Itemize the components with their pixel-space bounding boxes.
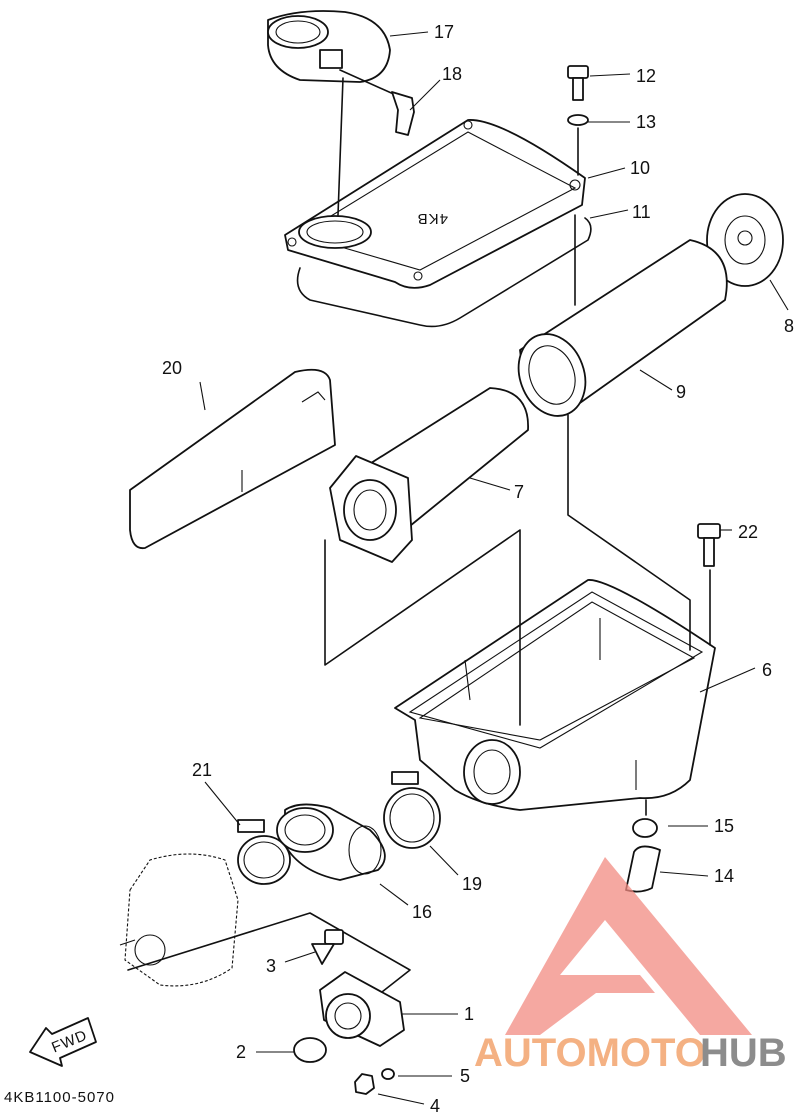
watermark: AUTOMOTO HUB bbox=[474, 857, 787, 1075]
callout-labels: 17 18 12 13 10 11 8 9 20 7 22 6 21 15 19… bbox=[162, 22, 794, 1114]
part-12-bolt bbox=[567, 65, 589, 101]
part-3-bolt bbox=[311, 929, 344, 965]
triangle-logo-icon bbox=[505, 857, 752, 1035]
part-16-joint bbox=[276, 803, 386, 881]
callout-14: 14 bbox=[714, 866, 734, 886]
callout-3: 3 bbox=[266, 956, 276, 976]
part-4-nut bbox=[354, 1073, 375, 1095]
part-18-breather-hose bbox=[339, 69, 415, 136]
part-19-clamp bbox=[383, 771, 441, 849]
part-15-clip bbox=[632, 818, 658, 838]
callout-16: 16 bbox=[412, 902, 432, 922]
part-17-intake-cap bbox=[267, 10, 391, 83]
callout-2: 2 bbox=[236, 1042, 246, 1062]
callout-6: 6 bbox=[762, 660, 772, 680]
callout-11: 11 bbox=[632, 202, 651, 222]
part-2-o-ring bbox=[293, 1037, 327, 1063]
callout-5: 5 bbox=[460, 1066, 470, 1086]
fwd-arrow-icon: FWD bbox=[29, 1017, 97, 1067]
part-10-airbox-cover bbox=[284, 119, 586, 289]
callout-18: 18 bbox=[442, 64, 462, 84]
callout-9: 9 bbox=[676, 382, 686, 402]
callout-21: 21 bbox=[192, 760, 212, 780]
part-7-filter-guide bbox=[329, 387, 529, 563]
watermark-text-b: HUB bbox=[700, 1031, 787, 1075]
callout-13: 13 bbox=[636, 112, 656, 132]
cover-stamp-label: 4KB bbox=[417, 210, 448, 227]
callout-1: 1 bbox=[464, 1004, 474, 1024]
callout-17: 17 bbox=[434, 22, 454, 42]
part-9-filter-element bbox=[517, 239, 728, 417]
part-22-bolt bbox=[697, 523, 721, 567]
carburetor-outline bbox=[119, 853, 239, 987]
part-8-filter-end-cap bbox=[706, 193, 784, 287]
part-6-airbox-case bbox=[394, 579, 716, 811]
callout-7: 7 bbox=[514, 482, 524, 502]
leader-lines bbox=[324, 77, 711, 816]
callout-15: 15 bbox=[714, 816, 734, 836]
callout-10: 10 bbox=[630, 158, 650, 178]
callout-pointers bbox=[199, 31, 789, 1105]
callout-19: 19 bbox=[462, 874, 482, 894]
callout-4: 4 bbox=[430, 1096, 440, 1114]
part-21-clamp bbox=[237, 819, 291, 885]
part-14-drain-tube bbox=[625, 845, 661, 893]
callout-8: 8 bbox=[784, 316, 794, 336]
part-5-washer bbox=[381, 1068, 395, 1080]
callout-12: 12 bbox=[636, 66, 656, 86]
part-1-intake-manifold bbox=[319, 971, 405, 1047]
part-13-washer bbox=[567, 114, 589, 126]
callout-22: 22 bbox=[738, 522, 758, 542]
part-20-plate bbox=[129, 368, 336, 550]
part-code-label: 4KB1100-5070 bbox=[4, 1089, 115, 1106]
watermark-text-a: AUTOMOTO bbox=[474, 1031, 706, 1075]
part-11-cover-seal bbox=[296, 217, 592, 328]
callout-20: 20 bbox=[162, 358, 182, 378]
